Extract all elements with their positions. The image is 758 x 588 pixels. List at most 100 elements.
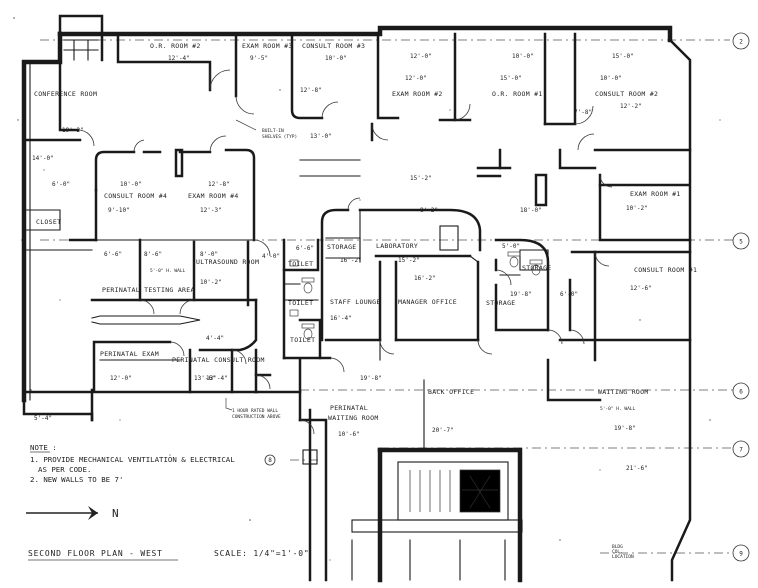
room-waiting-label: WAITING ROOM: [598, 388, 649, 396]
dimension-text: 10'-0": [325, 55, 347, 62]
room-exam-2-label: EXAM ROOM #2: [392, 90, 443, 98]
dimension-text: 13'-4": [206, 375, 228, 382]
room-exam-3-label: EXAM ROOM #3: [242, 42, 293, 50]
note-heading: NOTE :: [30, 443, 57, 452]
dimension-text: 4'-4": [206, 335, 224, 342]
dimension-text: 10'-2": [626, 205, 648, 212]
dimension-text: 7'-8": [574, 109, 592, 116]
room-toilet-1-label: TOILET: [288, 260, 313, 268]
interior-walls: [22, 32, 692, 449]
dimension-text: 6'-0": [52, 181, 70, 188]
room-storage-1-label: STORAGE: [327, 243, 357, 251]
dimension-text: 18'-0": [520, 207, 542, 214]
grid-bubble-label: 2: [739, 39, 743, 46]
grid-bubble-label: 5: [739, 239, 743, 246]
dimension-text: 9'-10": [108, 207, 130, 214]
title-block: SECOND FLOOR PLAN - WEST SCALE: 1/4"=1'-…: [28, 549, 309, 561]
dimension-text: 12'-8": [300, 87, 322, 94]
dimension-text: 16'-2": [340, 257, 362, 264]
room-perinatal-waiting-label-1: PERINATAL: [330, 404, 368, 412]
door-swings: [77, 69, 613, 435]
built-in-note-line1: BUILT-IN: [262, 128, 284, 134]
dimension-text: 4'-0": [262, 253, 280, 260]
dimension-text: 10'-0": [600, 75, 622, 82]
room-conference-label: CONFERENCE ROOM: [34, 90, 97, 98]
north-arrow-label: N: [112, 507, 119, 520]
dimension-text: 21'-6": [626, 465, 648, 472]
room-consult-2-label: CONSULT ROOM #2: [595, 90, 658, 98]
room-manager-office-label: MANAGER OFFICE: [398, 298, 457, 306]
scan-noise: [13, 17, 721, 561]
room-toilet-2-label: TOILET: [288, 299, 313, 307]
room-ultrasound-label: ULTRASOUND ROOM: [196, 258, 259, 266]
dimension-text: 9'-5": [250, 55, 268, 62]
dimension-text: 6'-6": [104, 251, 122, 258]
room-storage-2-label: STORAGE: [522, 264, 552, 272]
wall-note-line1: 1 HOUR RATED WALL: [232, 408, 278, 414]
section-marker: 8: [264, 454, 276, 466]
room-consult-4-label: CONSULT ROOM #4: [104, 192, 167, 200]
dimension-text: 13'-0": [310, 133, 332, 140]
grid-bubble-label: 9: [739, 551, 743, 558]
dimension-text: 14'-0": [32, 155, 54, 162]
room-consult-3-label: CONSULT ROOM #3: [302, 42, 365, 50]
dimension-text: 8'-0": [200, 251, 218, 258]
dimension-text: 12'-0": [410, 53, 432, 60]
dimension-text: 12'-0": [405, 75, 427, 82]
dimension-text: 12'-2": [620, 103, 642, 110]
corner-note-line1: BLDG: [612, 544, 623, 550]
corner-note-line2: COL.: [612, 549, 623, 555]
dimension-text: 12'-3": [200, 207, 222, 214]
drawing-title: SECOND FLOOR PLAN - WEST: [28, 549, 163, 558]
drawing-scale: SCALE: 1/4"=1'-0": [214, 549, 309, 558]
dimension-text: 12'-0": [110, 375, 132, 382]
dimension-text: 5'-0": [502, 243, 520, 250]
note-line-3: 2. NEW WALLS TO BE 7': [30, 475, 123, 484]
room-perinatal-waiting-label-2: WAITING ROOM: [328, 414, 379, 422]
ultrasound-wall-note: 5'-0" H. WALL: [150, 268, 186, 274]
north-arrow-head: [88, 506, 98, 520]
room-laboratory-label: LABORATORY: [376, 242, 418, 250]
corner-note-line3: LOCATION: [612, 554, 634, 560]
dimensions: 12'-4" 9'-5" 10'-0" 12'-0" 10'-0" 15'-0"…: [32, 53, 652, 472]
wall-note-line2: CONSTRUCTION ABOVE: [232, 414, 281, 420]
dimension-text: 6'-6": [296, 245, 314, 252]
dimension-text: 8'-6": [144, 251, 162, 258]
section-marker-label: 8: [268, 457, 272, 464]
stair-core: [298, 408, 523, 583]
room-exam-4-label: EXAM ROOM #4: [188, 192, 239, 200]
grid-bubble-9: 9: [732, 544, 750, 562]
dimension-text: 19'-8": [360, 375, 382, 382]
room-closet-label: CLOSET: [36, 218, 61, 226]
dimension-text: 16'-2": [414, 275, 436, 282]
dimension-text: 6'-0": [560, 291, 578, 298]
room-storage-3-label: STORAGE: [486, 299, 516, 307]
dimension-text: 15'-2": [398, 257, 420, 264]
dimension-text: 8'-2": [420, 207, 438, 214]
dimension-text: 13'-6": [194, 375, 216, 382]
grid-bubbles: 2 5 6 7 9: [732, 32, 750, 562]
dimension-text: 12'-8": [208, 181, 230, 188]
exterior-walls: [21, 14, 692, 582]
dimension-text: 12'-4": [168, 55, 190, 62]
room-back-office-label: BACK OFFICE: [428, 388, 474, 396]
dimension-text: 12'-6": [630, 285, 652, 292]
grid-bubble-2: 2: [732, 32, 750, 50]
north-arrow: N: [26, 506, 119, 520]
annotations: BUILT-IN SHELVES (TYP) 5'-0" H. WALL 5'-…: [150, 119, 636, 560]
dimension-text: 20'-7": [432, 427, 454, 434]
dimension-text: 10'-6": [338, 431, 360, 438]
room-perinatal-testing-label: PERINATAL TESTING AREA: [102, 286, 195, 294]
dimension-text: 15'-0": [612, 53, 634, 60]
built-in-note-line2: SHELVES (TYP): [262, 134, 297, 140]
room-perinatal-exam-label: PERINATAL EXAM: [100, 350, 159, 358]
grid-bubble-7: 7: [732, 440, 750, 458]
general-notes: NOTE : 1. PROVIDE MECHANICAL VENTILATION…: [30, 443, 276, 484]
grid-bubble-label: 7: [739, 447, 743, 454]
note-line-2: AS PER CODE.: [38, 465, 91, 474]
room-toilet-3-label: TOILET: [290, 336, 315, 344]
dimension-text: 5'-4": [34, 415, 52, 422]
dimension-text: 19'-2": [62, 127, 84, 134]
room-perinatal-consult-label: PERINATAL CONSULT ROOM: [172, 356, 265, 364]
